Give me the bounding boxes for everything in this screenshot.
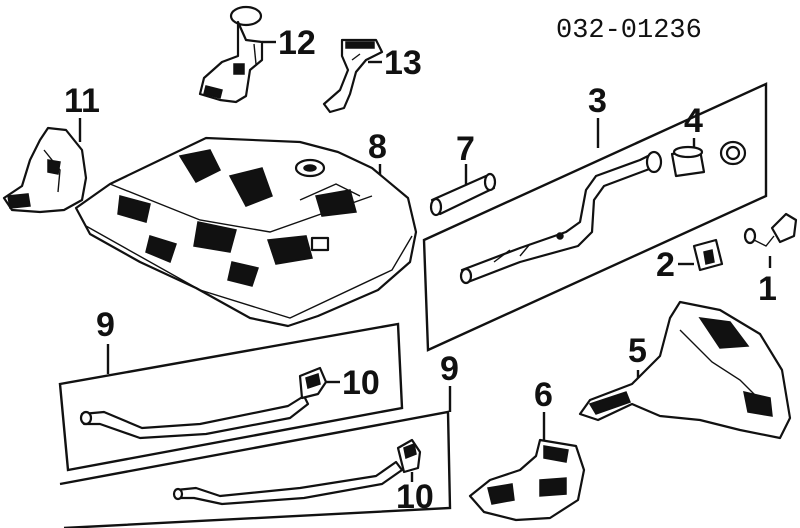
part-10-bolt-lower (396, 438, 422, 474)
part-6-bracket (468, 438, 586, 522)
callout-1: 1 (758, 270, 777, 308)
callout-13: 13 (384, 44, 422, 82)
part-5-heat-shield (578, 300, 792, 440)
callout-5: 5 (628, 332, 647, 370)
callout-6: 6 (534, 376, 553, 414)
part-2-clip (692, 238, 724, 272)
callout-11: 11 (64, 82, 100, 120)
part-9-strap-lower (172, 460, 404, 506)
part-12-fuel-pump-bracket (198, 5, 264, 104)
callout-7: 7 (456, 130, 475, 168)
part-code: 032-01236 (556, 16, 702, 46)
part-8-fuel-tank (74, 136, 418, 328)
group-box-9-lower (59, 410, 452, 528)
part-11-heat-shield (2, 126, 88, 214)
part-9-strap-upper (79, 394, 310, 440)
part-4-grommet (670, 140, 747, 178)
callout-4: 4 (684, 102, 703, 140)
callout-12: 12 (278, 24, 316, 62)
callout-9-lower: 9 (440, 350, 459, 388)
callout-10-upper: 10 (342, 364, 380, 402)
callout-9-upper: 9 (96, 306, 115, 344)
callout-8: 8 (368, 128, 387, 166)
group-box-3 (422, 82, 768, 352)
group-box-9-upper (58, 322, 404, 472)
callout-10-lower: 10 (396, 478, 434, 516)
part-7-filler-hose (429, 172, 497, 217)
part-3-filler-pipe (459, 150, 663, 285)
callout-3: 3 (588, 82, 607, 120)
callout-2: 2 (656, 246, 675, 284)
part-10-bolt-upper (298, 366, 328, 400)
part-1-fuel-cap (743, 212, 798, 247)
part-13-bracket (322, 38, 384, 114)
